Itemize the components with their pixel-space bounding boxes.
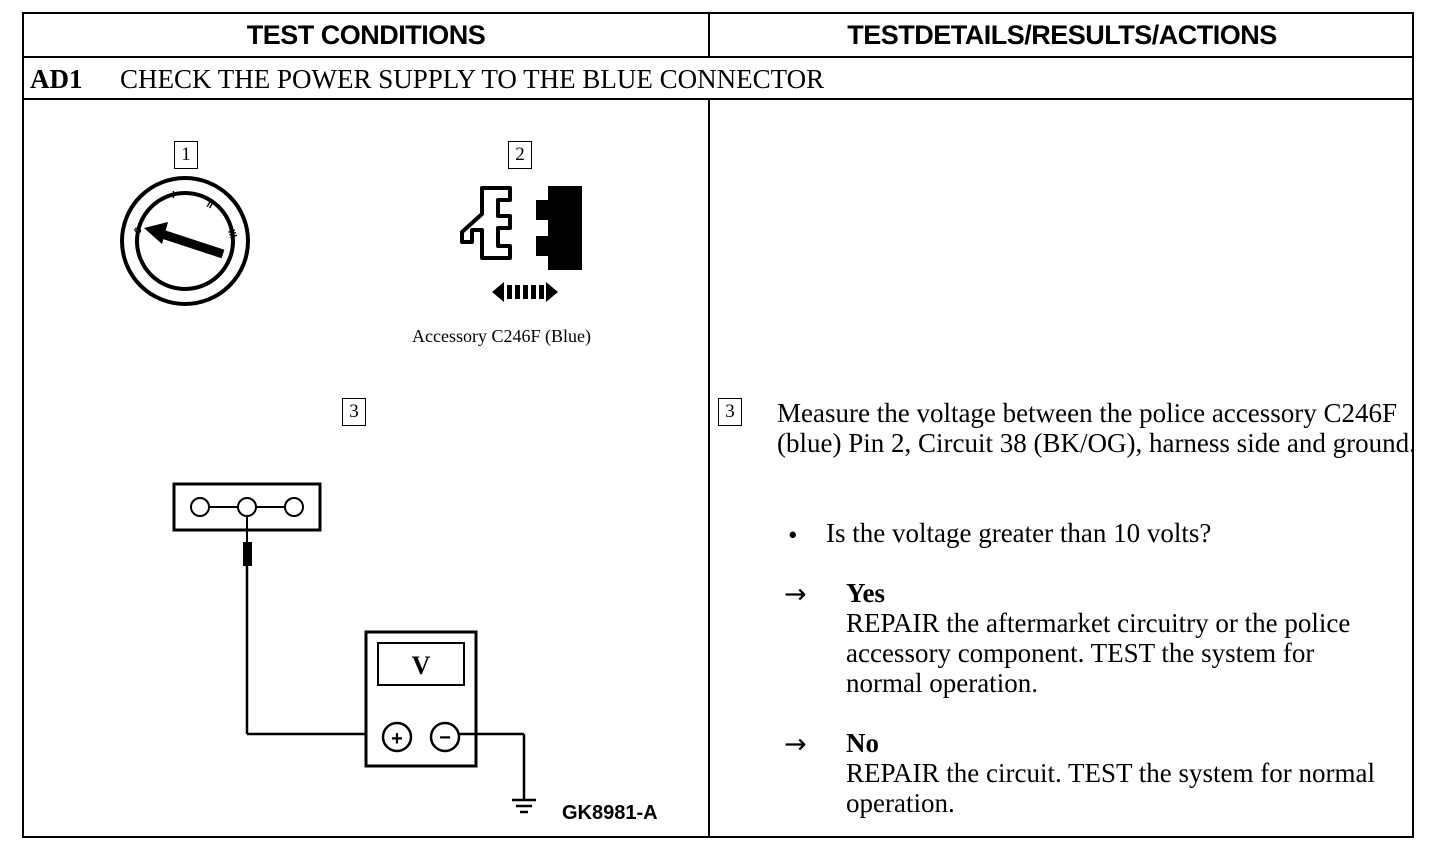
- answer-yes-label: Yes: [846, 578, 885, 608]
- arrow-icon-no: →: [784, 729, 807, 760]
- answer-no: No REPAIR the circuit. TEST the system f…: [846, 728, 1386, 818]
- step-id: AD1: [30, 64, 83, 94]
- ignition-mark-1: I: [172, 190, 175, 201]
- step-rule: [24, 98, 1412, 100]
- column-header-test-details: TESTDETAILS/RESULTS/ACTIONS: [847, 19, 1277, 50]
- column-header-test-conditions: TEST CONDITIONS: [246, 19, 486, 50]
- ignition-mark-3: III: [225, 228, 238, 240]
- column-divider-body: [708, 100, 710, 838]
- double-arrow-icon: [492, 282, 558, 302]
- ignition-mark-2: II: [205, 199, 216, 211]
- ref-box-2: 2: [508, 141, 532, 169]
- meter-symbol: V: [412, 651, 431, 680]
- question-text: Is the voltage greater than 10 volts?: [826, 518, 1212, 548]
- answer-no-action: REPAIR the circuit. TEST the system for …: [846, 758, 1375, 818]
- header-rule: [24, 56, 1412, 58]
- answer-no-label: No: [846, 728, 879, 758]
- column-divider: [708, 14, 710, 56]
- voltmeter-circuit-diagram: V + −: [172, 482, 536, 814]
- ground-symbol-icon: [512, 798, 536, 814]
- plus-terminal: +: [391, 728, 403, 750]
- connector-caption: Accessory C246F (Blue): [412, 326, 591, 346]
- bullet-mark: •: [788, 520, 798, 550]
- step-title-row: AD1 CHECK THE POWER SUPPLY TO THE BLUE C…: [24, 58, 1412, 98]
- answer-yes: Yes REPAIR the aftermarket circuitry or …: [846, 578, 1386, 698]
- diagnostic-table: TEST CONDITIONS TESTDETAILS/RESULTS/ACTI…: [22, 12, 1414, 838]
- figure-id: GK8981-A: [562, 802, 658, 824]
- step-title: CHECK THE POWER SUPPLY TO THE BLUE CONNE…: [120, 64, 825, 94]
- minus-terminal: −: [439, 727, 451, 749]
- ref-box-3: 3: [342, 398, 366, 426]
- details-ref-box: 3: [718, 398, 742, 426]
- instruction-text: Measure the voltage between the police a…: [777, 398, 1416, 458]
- arrow-icon-yes: →: [784, 579, 807, 610]
- answer-yes-action: REPAIR the aftermarket circuitry or the …: [846, 608, 1351, 698]
- ref-box-1: 1: [174, 141, 198, 169]
- ignition-mark-0: 0: [132, 226, 144, 235]
- ignition-switch-icon: 0 I II III: [120, 176, 250, 306]
- connector-c246f-icon: [460, 186, 582, 302]
